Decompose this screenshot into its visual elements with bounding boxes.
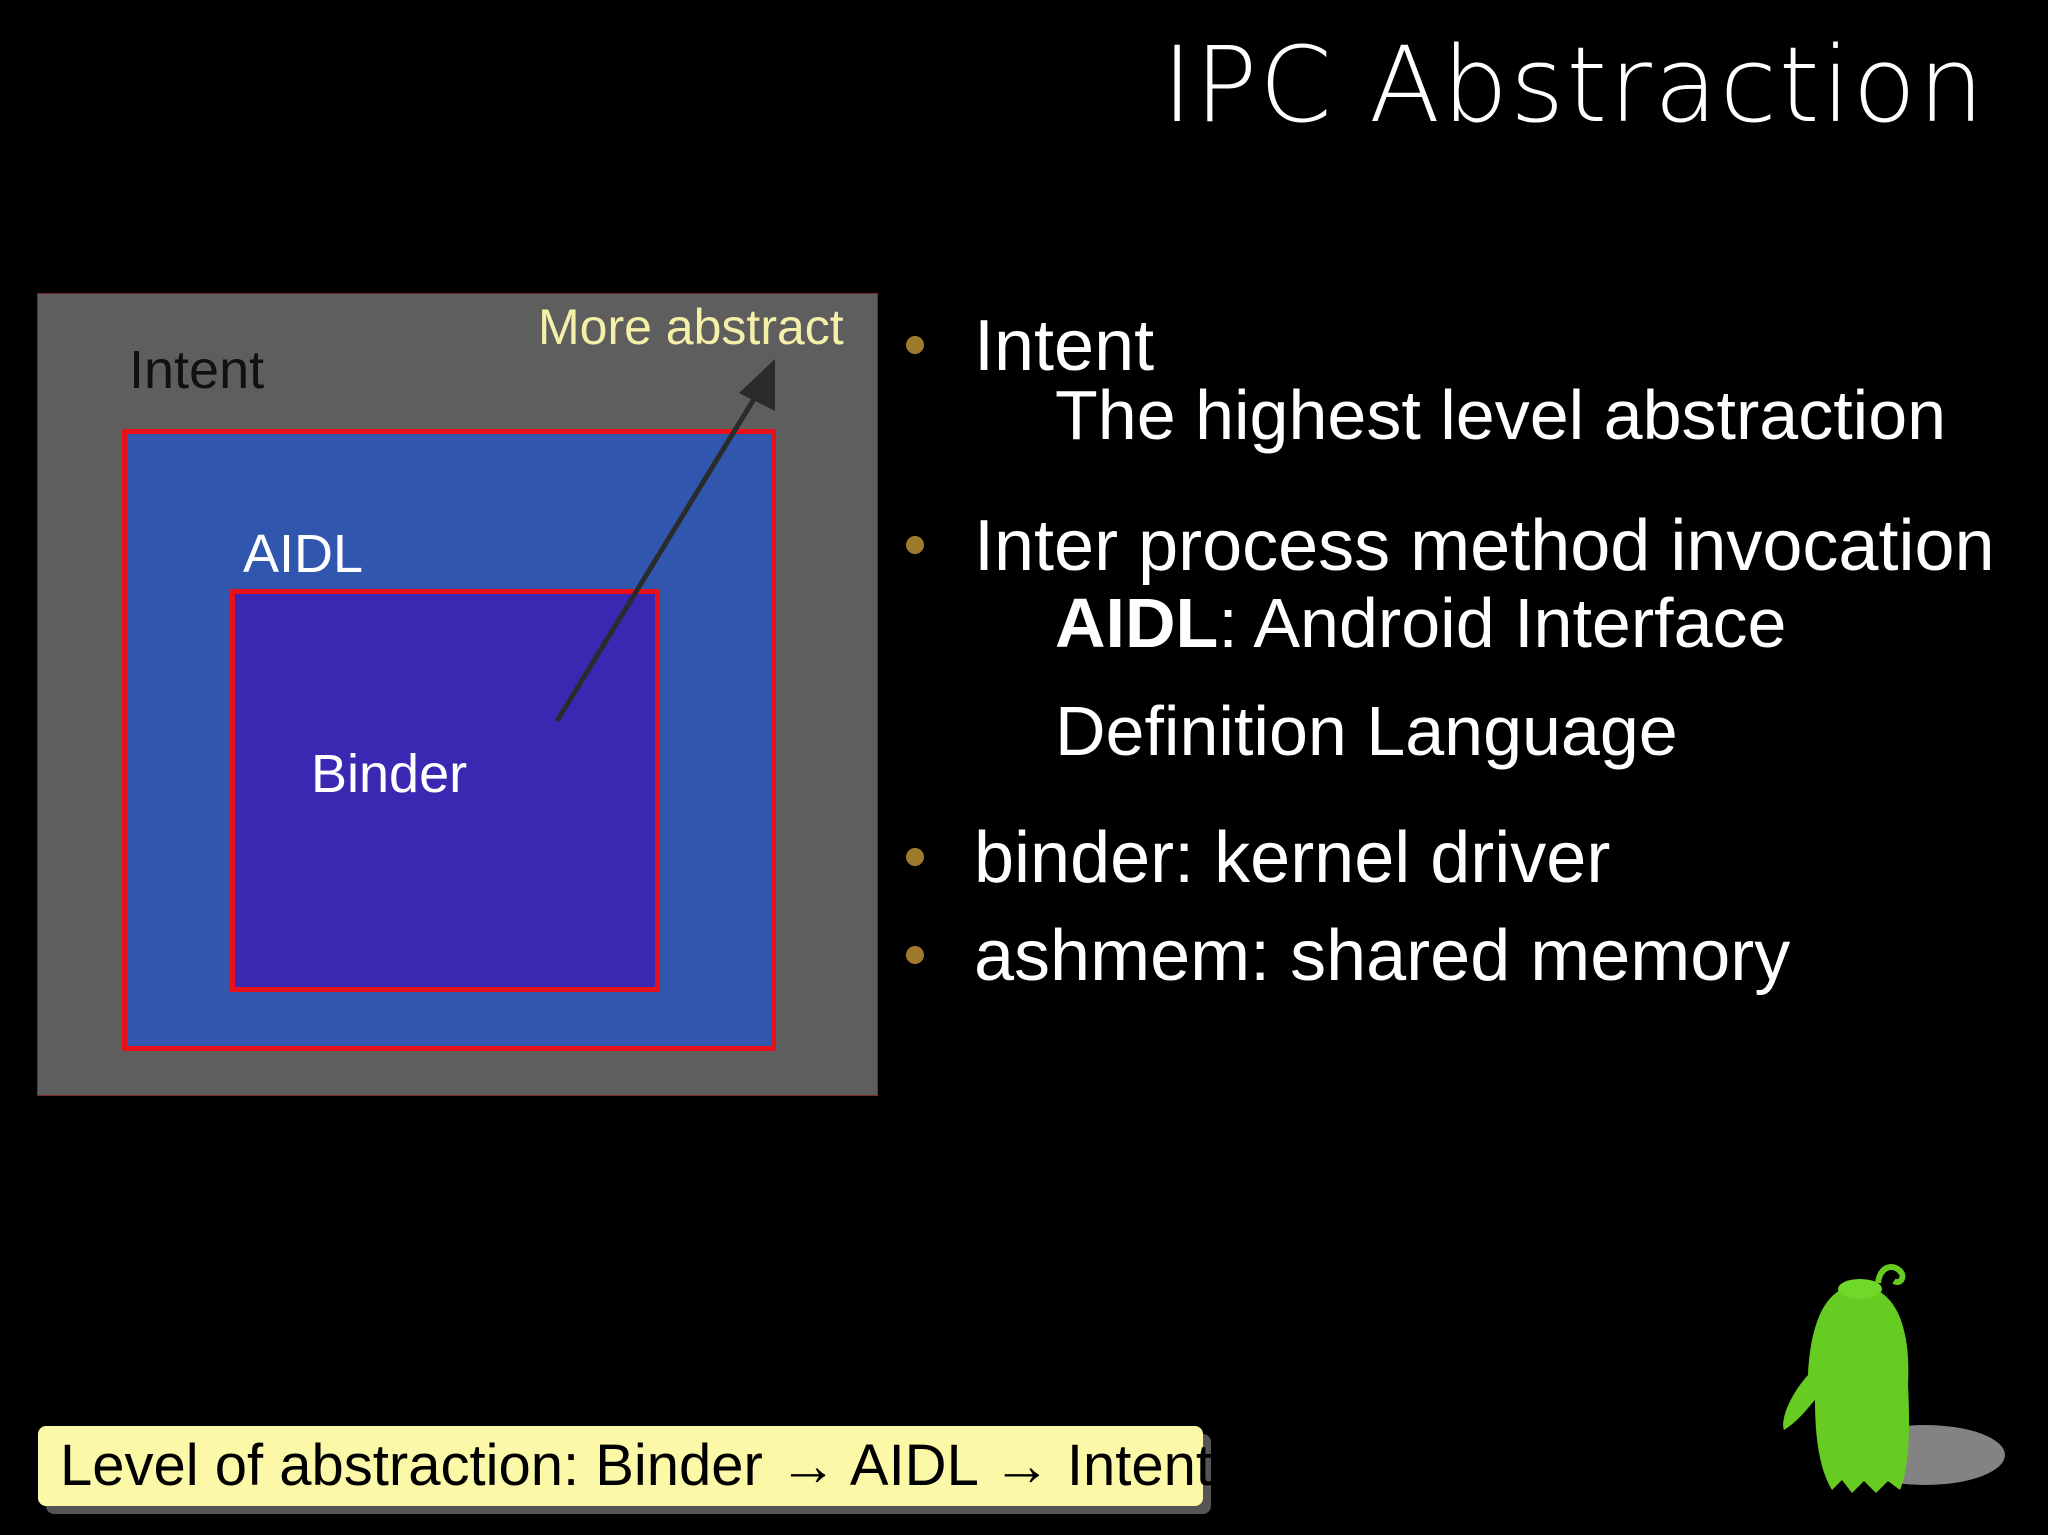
bullet-sub-label: AIDL: Android Interface: [1055, 588, 1786, 658]
bullet-label: ashmem: shared memory: [974, 916, 1791, 996]
aidl-layer-label: AIDL: [243, 524, 364, 584]
abstraction-arrow-icon: [554, 359, 775, 723]
slide-title: IPC Abstraction: [1161, 24, 1986, 146]
more-abstract-label: More abstract: [538, 299, 844, 355]
bullet-label: binder: kernel driver: [974, 818, 1611, 898]
bullet-dot-icon: [906, 848, 924, 866]
abstraction-caption: Level of abstraction: Binder → AIDL → In…: [38, 1426, 1212, 1506]
intent-layer-label: Intent: [129, 340, 265, 400]
bullet-label: Inter process method invocation: [974, 506, 1995, 586]
binder-layer-label: Binder: [311, 744, 468, 804]
android-mascot-icon: [1783, 1264, 2005, 1493]
bullet-sub-label: The highest level abstraction: [1055, 376, 1947, 454]
aidl-bold-term: AIDL: [1055, 584, 1219, 662]
bullet-dot-icon: [906, 536, 924, 554]
bullet-dot-icon: [906, 336, 924, 354]
abstraction-diagram: Intent AIDL Binder More abstract: [37, 293, 878, 1096]
aidl-definition-text: : Android Interface: [1218, 584, 1787, 662]
bullet-sub-label-2: Definition Language: [1055, 692, 1678, 770]
binder-layer-box: [230, 589, 660, 992]
bullet-dot-icon: [906, 946, 924, 964]
bullet-label: Intent: [974, 306, 1155, 386]
